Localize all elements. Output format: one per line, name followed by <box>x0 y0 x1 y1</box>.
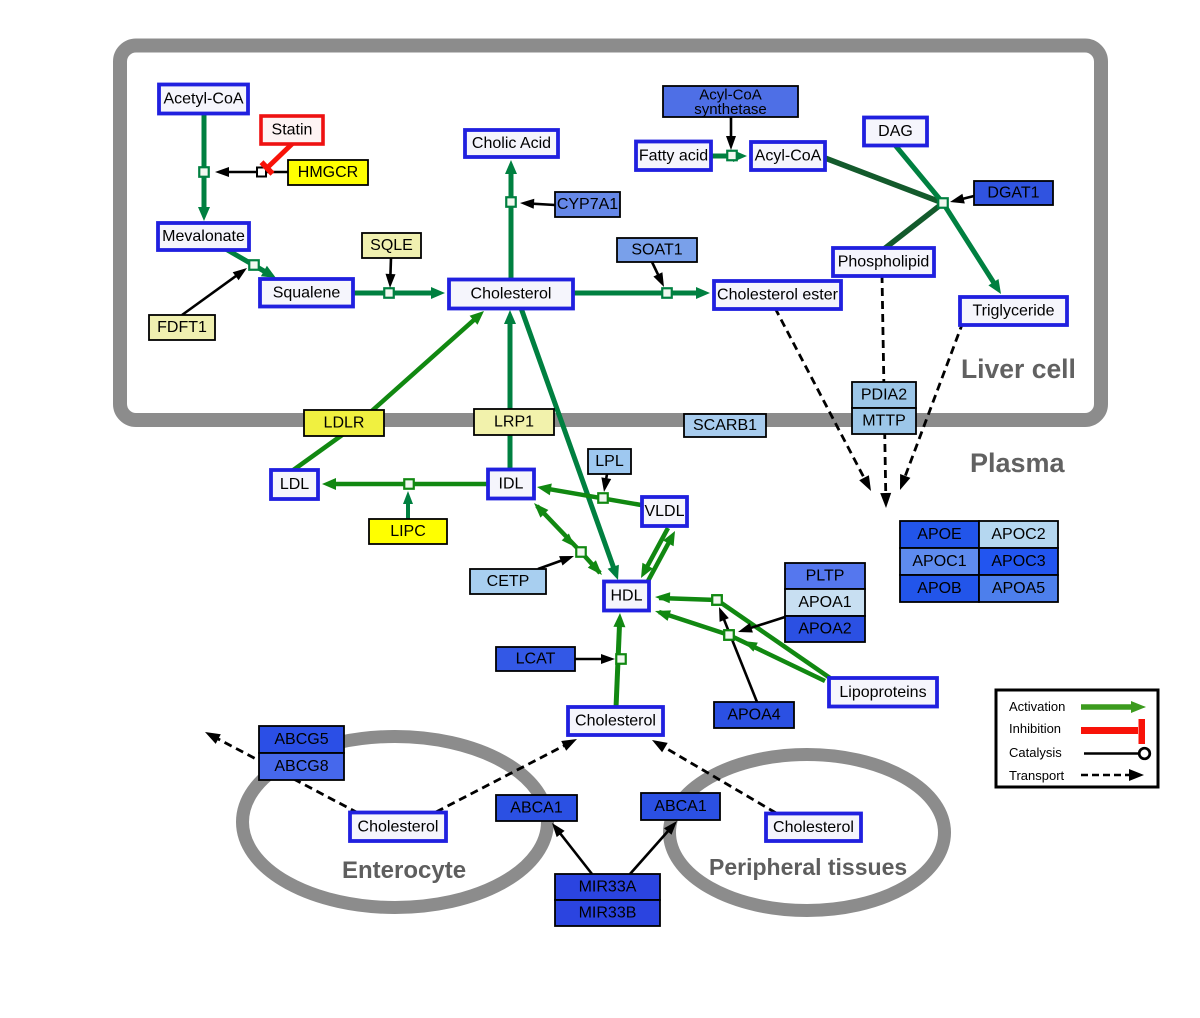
svg-text:APOA4: APOA4 <box>727 707 780 724</box>
svg-text:Phospholipid: Phospholipid <box>838 254 930 271</box>
svg-text:CYP7A1: CYP7A1 <box>557 196 618 213</box>
svg-text:APOC2: APOC2 <box>991 526 1045 543</box>
svg-text:APOA5: APOA5 <box>992 580 1045 597</box>
svg-text:Inhibition: Inhibition <box>1009 721 1061 736</box>
svg-text:Cholesterol ester: Cholesterol ester <box>717 287 839 304</box>
svg-text:ABCG5: ABCG5 <box>274 731 328 748</box>
svg-text:synthetase: synthetase <box>694 101 767 118</box>
svg-text:PLTP: PLTP <box>806 568 845 585</box>
svg-text:Cholesterol: Cholesterol <box>575 713 656 730</box>
svg-text:ABCA1: ABCA1 <box>510 800 563 817</box>
svg-text:SOAT1: SOAT1 <box>631 242 682 259</box>
svg-text:Liver cell: Liver cell <box>961 354 1076 384</box>
svg-text:Triglyceride: Triglyceride <box>972 303 1054 320</box>
svg-text:APOA2: APOA2 <box>798 621 851 638</box>
svg-text:Lipoproteins: Lipoproteins <box>839 684 926 701</box>
svg-text:HMGCR: HMGCR <box>298 164 358 181</box>
svg-text:MTTP: MTTP <box>862 413 906 430</box>
svg-text:APOC1: APOC1 <box>912 553 966 570</box>
svg-text:Enterocyte: Enterocyte <box>342 857 466 884</box>
svg-text:VLDL: VLDL <box>644 503 684 520</box>
svg-text:Catalysis: Catalysis <box>1009 745 1062 760</box>
svg-text:APOB: APOB <box>917 580 961 597</box>
svg-text:Transport: Transport <box>1009 768 1065 783</box>
svg-text:Acetyl-CoA: Acetyl-CoA <box>163 91 243 108</box>
svg-text:Acyl-CoA: Acyl-CoA <box>699 87 762 104</box>
svg-text:Plasma: Plasma <box>970 448 1066 478</box>
svg-text:APOE: APOE <box>917 526 961 543</box>
svg-text:Squalene: Squalene <box>273 284 341 301</box>
svg-text:Cholesterol: Cholesterol <box>471 286 552 303</box>
svg-text:Mevalonate: Mevalonate <box>162 228 245 245</box>
svg-text:SQLE: SQLE <box>370 237 413 254</box>
svg-text:Cholesterol: Cholesterol <box>358 818 439 835</box>
svg-text:APOC3: APOC3 <box>991 553 1045 570</box>
svg-text:MIR33A: MIR33A <box>579 879 637 896</box>
svg-text:Cholesterol: Cholesterol <box>773 819 854 836</box>
svg-text:IDL: IDL <box>499 476 524 493</box>
svg-text:MIR33B: MIR33B <box>579 905 637 922</box>
svg-text:LCAT: LCAT <box>516 651 556 668</box>
svg-text:LDLR: LDLR <box>324 415 365 432</box>
svg-text:Peripheral tissues: Peripheral tissues <box>709 854 907 880</box>
svg-text:Fatty acid: Fatty acid <box>639 147 708 164</box>
svg-text:FDFT1: FDFT1 <box>157 319 207 336</box>
svg-text:Statin: Statin <box>272 122 313 139</box>
svg-text:LRP1: LRP1 <box>494 414 534 431</box>
svg-text:Acyl-CoA: Acyl-CoA <box>755 148 822 165</box>
svg-text:DAG: DAG <box>878 123 913 140</box>
svg-text:LPL: LPL <box>595 453 624 470</box>
svg-text:ABCG8: ABCG8 <box>274 758 328 775</box>
svg-text:LDL: LDL <box>280 476 309 493</box>
svg-text:CETP: CETP <box>487 573 530 590</box>
svg-text:LIPC: LIPC <box>390 523 426 540</box>
svg-text:HDL: HDL <box>610 588 642 605</box>
svg-text:Cholic Acid: Cholic Acid <box>472 135 551 152</box>
svg-text:SCARB1: SCARB1 <box>693 417 757 434</box>
svg-text:Activation: Activation <box>1009 699 1065 714</box>
svg-text:DGAT1: DGAT1 <box>987 185 1039 202</box>
svg-text:APOA1: APOA1 <box>798 594 851 611</box>
svg-text:PDIA2: PDIA2 <box>861 387 907 404</box>
svg-text:ABCA1: ABCA1 <box>654 798 707 815</box>
